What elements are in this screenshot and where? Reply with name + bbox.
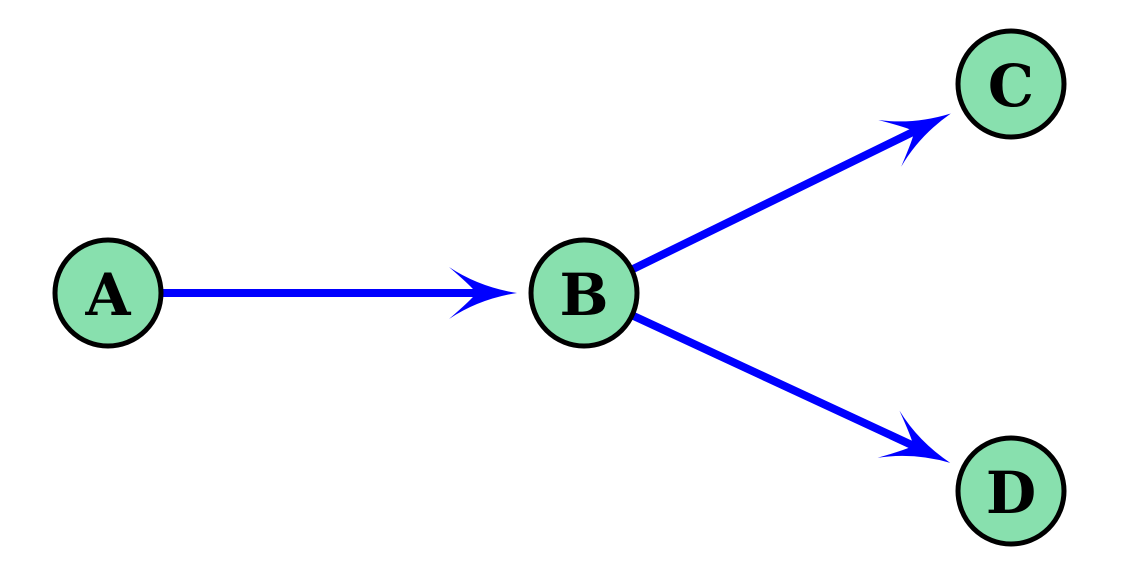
arrowhead-icon [878,113,951,167]
node-A: A [52,237,164,349]
edge-B-C [629,113,951,274]
edge-B-D [630,311,951,463]
node-circle [52,237,164,349]
arrowhead-icon [877,410,951,463]
edge-line [629,123,926,274]
node-circle [955,28,1067,140]
node-label: C [988,52,1034,120]
edge-A-B [161,267,517,319]
node-B: B [528,237,640,349]
arrowhead-icon [449,267,517,319]
node-circle [528,237,640,349]
node-circle [955,435,1067,547]
node-label: A [84,261,131,329]
node-label: B [559,261,608,329]
node-C: C [955,28,1067,140]
node-label: D [986,459,1036,527]
node-D: D [955,435,1067,547]
edge-line [630,311,925,454]
